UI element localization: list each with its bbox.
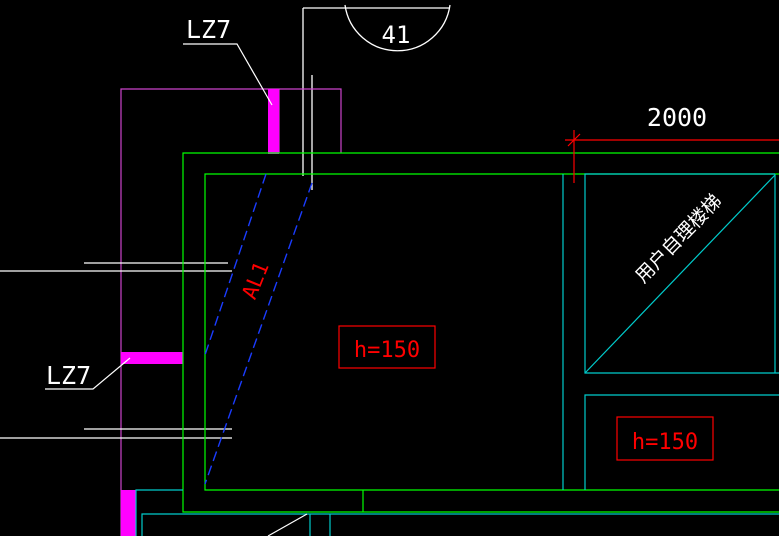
slab-height-box-main: [338, 325, 436, 369]
beam-al1-dashed: [204, 173, 313, 485]
break-line: [267, 513, 308, 536]
green-wall-outline: [182, 152, 779, 513]
dimension-2000: [565, 130, 779, 183]
label-dimension-2000: 2000: [647, 103, 707, 132]
label-lz7-left: LZ7: [46, 361, 91, 390]
lz7-leader-left: [45, 357, 131, 390]
axis-label-41: 41: [382, 21, 411, 49]
column-lz7-left: [121, 352, 183, 364]
column-lz7-top: [268, 89, 279, 154]
column-lz7-bottom: [121, 490, 136, 536]
axis-bubble-41: 41: [302, 4, 451, 190]
left-reference-lines: [0, 262, 232, 439]
label-h150-small: h=150: [632, 430, 698, 455]
lz7-leader-top: [183, 43, 273, 106]
label-lz7-top: LZ7: [186, 15, 231, 44]
slab-height-box-small: [616, 416, 714, 461]
column-lz7-markers: [121, 89, 279, 536]
cyan-stair-outline: [135, 173, 779, 536]
label-h150-main: h=150: [354, 338, 420, 363]
